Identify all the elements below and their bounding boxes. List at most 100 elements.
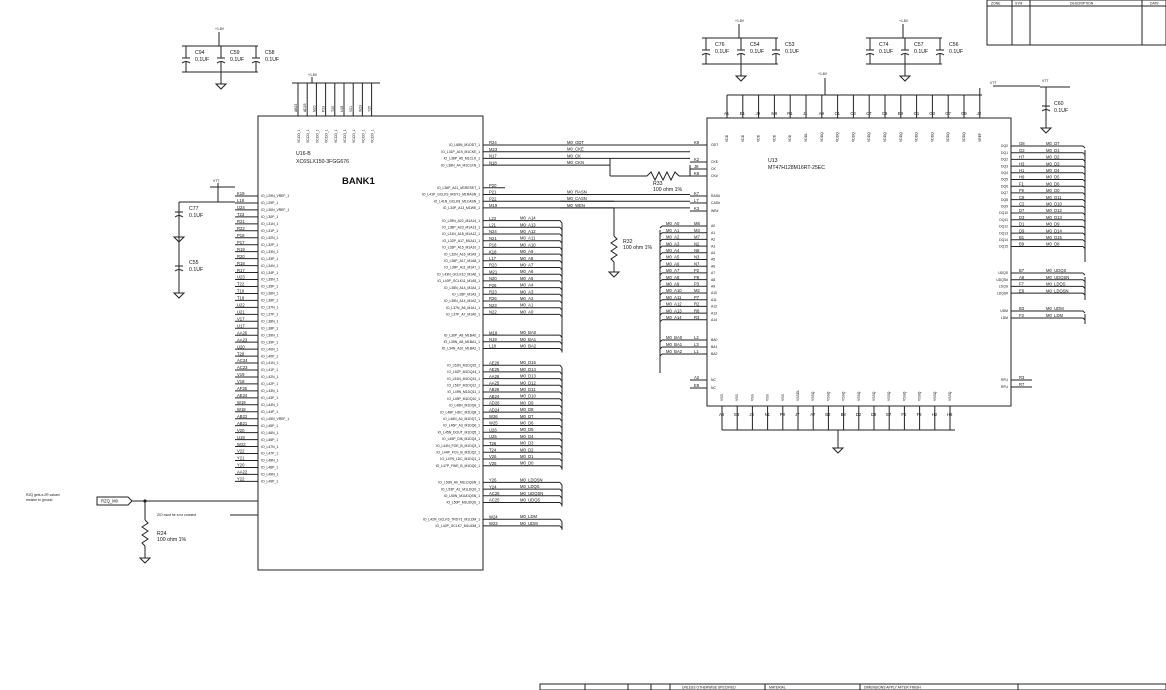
dram-bottom-pin-label: VSSQ — [811, 391, 815, 401]
fpga-left-pin-number: AB21 — [237, 421, 248, 426]
fpga-vcc-pin-number: W23 — [358, 105, 362, 112]
dram-addr-pin-number: M8 — [694, 221, 700, 226]
bus-entry — [659, 232, 663, 236]
fpga-right-pin-label: IO_L33P_A15_M1A10_1 — [442, 246, 480, 250]
dram-body — [706, 117, 1012, 407]
cap-value: 0.1UF — [715, 49, 729, 55]
dram-dq-pin-label: DQ2 — [1001, 158, 1008, 162]
net-label: M0_A5 — [520, 276, 534, 281]
title-cell-dimensions: DIMENSIONS APPLY AFTER FINISH — [864, 686, 921, 690]
net-label: M0_D11 — [520, 387, 536, 392]
fpga-right-pin-number: N24 — [489, 229, 497, 234]
fpga-right-pin-label: IO_L42N_GCLK6_TRDY1_M1LDM_1 — [423, 517, 480, 521]
ck-termination: R33 100 ohm 1% R32 100 ohm 1% — [607, 170, 690, 278]
dram-addr-pin-number: M2 — [694, 288, 700, 293]
fpga-left-pin-number: U23 — [237, 275, 245, 280]
fpga-right-pin-label: IO_L37N_A6_M1A1_1 — [446, 306, 480, 310]
fpga-left-pin-label: IO_L37N_1 — [261, 306, 278, 310]
dram-ctrl-pin-label: CK# — [711, 174, 718, 178]
dram-bottom-pin-label: VSSDL — [796, 390, 800, 401]
fpga-left-pin-label: IO_L43N_1 — [261, 389, 278, 393]
dram-top-pin-number: A9 — [819, 111, 825, 116]
net-label: M0_D15 — [520, 360, 536, 365]
fpga-right-pin-number: Y24 — [489, 484, 497, 489]
vdd-rail-label: +1.8V — [818, 72, 828, 76]
dram-bottom-pin-number: B2 — [825, 412, 831, 417]
fpga-right-pin-number: R26 — [489, 296, 497, 301]
net-label: M0_WEN — [567, 203, 585, 208]
fpga-right-pin-label: IO_L32N_A16_M1A9_1 — [444, 252, 480, 256]
fpga-vcc-pin-label: VCCO_1 — [361, 129, 365, 143]
dram-dqs-net: M0_UDQSN — [1046, 275, 1069, 280]
dram-top-pin-label: VDDQ — [915, 132, 919, 142]
cap-value: 0.1UF — [230, 57, 244, 63]
dram-ctrl-pin-label: CKE — [711, 160, 719, 164]
dram-dq-pin-label: DQ13 — [999, 231, 1008, 235]
fpga-right-pin-number: W25 — [489, 421, 498, 426]
dram-bottom-pin-number: D2 — [856, 412, 862, 417]
dram-dq-pin-label: DQ10 — [999, 211, 1008, 215]
fpga-left-pin-number: R19 — [237, 247, 245, 252]
cap-value: 0.1UF — [265, 57, 279, 63]
fpga-vcc-pin-label: VCCO_1 — [371, 129, 375, 143]
dram-dq-pin-label: DQ1 — [1001, 151, 1008, 155]
fpga-left-pin-number: AA22 — [237, 470, 248, 475]
ground-icon — [734, 75, 748, 82]
fpga-right-pin-label: IO_L35N_A8_M1BA1_1 — [444, 340, 480, 344]
fpga-right-pin-label: IO_L31N_A18_M1A12_1 — [442, 232, 480, 236]
fpga-right-pin-label: IO_L35N_A14_M1A4_1 — [444, 286, 480, 290]
fpga-left-pin-label: IO_L38P_1 — [261, 326, 278, 330]
fpga-left-pin-number: AB22 — [237, 414, 248, 419]
dram-addr-pin-number: N7 — [694, 261, 700, 266]
vtt-label: VTT — [1042, 79, 1048, 83]
net-label: M0_D0 — [520, 461, 534, 466]
dram-addr-net: M0_A3 — [666, 241, 680, 246]
dram-bottom-pin-label: VSS — [750, 393, 754, 401]
fpga-bank: BANK1 — [342, 176, 375, 187]
fpga-left-pin-label: IO_L30N_VREF_1 — [261, 208, 289, 212]
net-label: M0_D6 — [520, 421, 534, 426]
fpga-left-pin-label: IO_L37P_1 — [261, 313, 278, 317]
dram-addr-pin-number: M7 — [694, 235, 700, 240]
dram-bottom-pin-label: VSSQ — [887, 391, 891, 401]
net-label: M0_D8 — [520, 407, 534, 412]
dram-rfu-pin-number: R7 — [1019, 382, 1025, 387]
fpga-vcc-pin-number: Y25 — [368, 106, 372, 112]
dram-addr-net: M0_A6 — [666, 261, 680, 266]
dram-addr-pin-number: P7 — [694, 295, 700, 300]
dram-dq-pin-number: D1 — [1019, 222, 1025, 227]
r24-ref: R24 — [157, 531, 167, 537]
ground-icon — [214, 83, 228, 90]
fpga-left-pin-number: T23 — [237, 212, 245, 217]
dram-ctrl-pin-number: K2 — [694, 157, 700, 162]
net-label: M0_A9 — [520, 249, 534, 254]
dram-addr-pin-label: A4 — [711, 251, 715, 255]
fpga-right-pin-number: Y26 — [489, 478, 497, 483]
dram-bottom-pin-label: VSSQ — [948, 391, 952, 401]
fpga-right-pin-number: K18 — [489, 249, 497, 254]
dram-dq-pin-label: DQ9 — [1001, 205, 1008, 209]
dram-ctrl-pin-label: WE# — [711, 209, 718, 213]
dram-top-pin-label: VDD — [772, 134, 776, 142]
net-label: M0_RASN — [567, 190, 587, 195]
dram-top-pin-number: J1 — [803, 111, 808, 116]
dram-ref: U13 — [768, 158, 778, 164]
fpga-left-pin-number: AC24 — [237, 358, 248, 363]
fpga-right-pin-number: P16 — [489, 243, 497, 248]
fpga-left-pin-number: V18 — [237, 379, 245, 384]
dram-top-pin-number: C1 — [835, 111, 841, 116]
dram-bottom-pin-label: VSS — [720, 393, 724, 401]
rzq-net-flag — [96, 496, 133, 506]
dram-part: MT47H128M16RT-25EC — [768, 165, 825, 171]
fpga-right-pin-number: W23 — [489, 521, 498, 526]
title-cell-material: MATERIAL — [769, 686, 786, 690]
fpga-right-pin-label: IO_L36P_A8_M1BA0_1 — [444, 333, 480, 337]
vtt-cap-value: 0.1UF — [1054, 108, 1068, 114]
dram-nc-pin-number: A2 — [694, 375, 700, 380]
bus-entry — [559, 518, 563, 523]
dram-bottom-pin-number: F8 — [917, 412, 923, 417]
cap-value: 0.1UF — [949, 49, 963, 55]
vtt-label: VTT — [213, 179, 219, 183]
fpga-left-pin-label: IO_L31P_1 — [261, 229, 278, 233]
